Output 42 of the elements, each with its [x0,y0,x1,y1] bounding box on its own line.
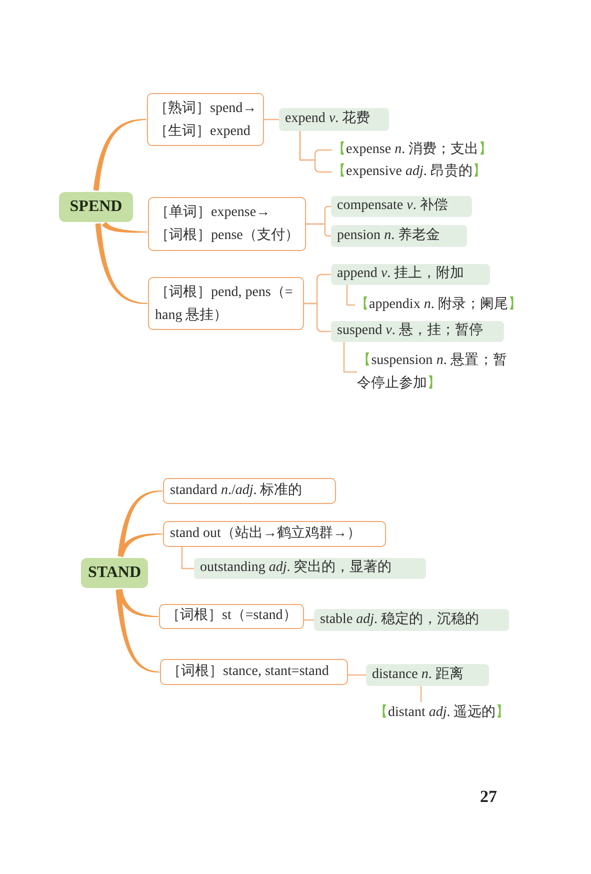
connector-line [346,285,355,306]
word-box: compensate v. 补偿 [331,196,472,217]
branch-text: ［单词］expense→ [155,204,272,222]
word-box: suspend v. 悬，挂；暂停 [331,321,504,342]
branch-curve [102,222,148,233]
word-box: outstanding adj. 突出的，显著的 [194,558,426,579]
topic-box: STAND [81,558,148,588]
note-text: 【expense n. 消费；支出】 [332,139,493,161]
branch-curve [116,589,160,672]
word-box: expend v. 花费 [279,108,389,131]
page-number: 27 [480,787,497,807]
branch-box [148,197,306,251]
word-box: distance n. 距离 [366,664,489,686]
connector-line [306,223,331,237]
connector-line [420,686,422,702]
note-text: 【distant adj. 遥远的】 [374,702,510,724]
note-text: 【appendix n. 附录；阑尾】 [355,294,522,316]
branch-box: stand out（站出→鹤立鸡群→） [163,521,386,547]
branch-box [147,93,264,146]
word-box: pension n. 养老金 [331,225,467,247]
branch-text: ［词根］pense（支付） [155,226,299,245]
topic-box: SPEND [59,192,133,222]
connector-line [304,302,331,332]
connector-line [181,547,194,570]
branch-curve [118,534,162,558]
word-box: stable adj. 稳定的，沉稳的 [314,609,509,631]
connector-line [343,342,357,373]
connector-line [348,674,366,676]
branch-box: ［词根］stance, stant=stand [160,659,348,685]
branch-text: ［生词］expend [154,122,252,140]
branch-text: ［熟词］spend→ [154,100,257,118]
note-text: 【expensive adj. 昂贵的】 [332,161,486,183]
word-box: append v. 挂上，附加 [331,264,490,285]
branch-curve [93,119,146,191]
branch-box: standard n./adj. 标准的 [163,478,336,504]
branch-box: ［词根］pend, pens（=hang 悬挂） [148,277,304,330]
note-text: 【suspension n. 悬置；暂令停止参加】 [357,349,507,395]
connector-line [264,118,279,120]
branch-box: ［词根］st（=stand） [159,604,304,629]
connector-line [304,619,314,621]
branch-curve [95,223,148,304]
connector-line [299,131,332,173]
